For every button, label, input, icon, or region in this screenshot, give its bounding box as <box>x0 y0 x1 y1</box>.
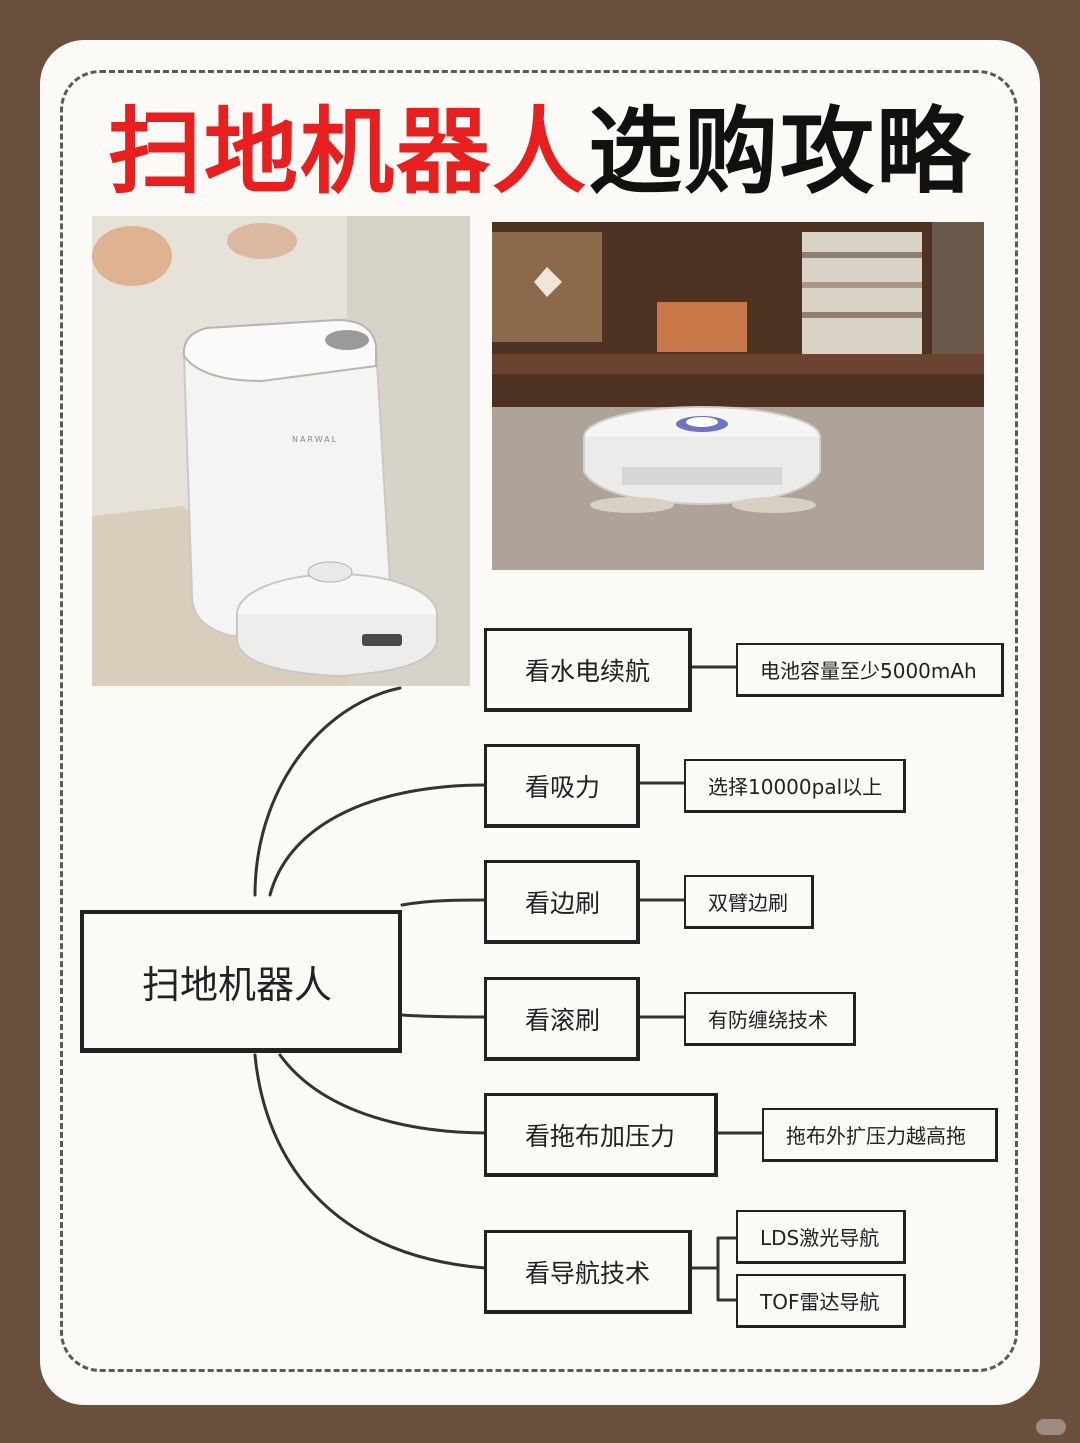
title-red-part: 扫地机器人 <box>107 98 588 207</box>
branch-node-mop-pressure: 看拖布加压力 <box>484 1093 718 1177</box>
branch-node-roller-brush: 看滚刷 <box>484 977 640 1061</box>
detail-node-battery-capacity: 电池容量至少5000mAh <box>736 643 1004 697</box>
detail-node-anti-tangle: 有防缠绕技术 <box>684 992 856 1046</box>
robot-base-station-photo: NARWAL <box>92 216 470 686</box>
page-title: 扫地机器人选购攻略 <box>60 98 1020 208</box>
dashed-frame <box>60 70 1018 1372</box>
detail-node-tof-navigation: TOF雷达导航 <box>736 1274 906 1328</box>
robot-vacuum-on-floor-photo <box>492 222 984 570</box>
detail-node-mop-expand: 拖布外扩压力越高拖 <box>762 1108 998 1162</box>
detail-node-dual-side-brush: 双臂边刷 <box>684 875 814 929</box>
detail-node-lds-navigation: LDS激光导航 <box>736 1210 906 1264</box>
svg-text:NARWAL: NARWAL <box>292 435 338 444</box>
branch-node-navigation: 看导航技术 <box>484 1230 692 1314</box>
watermark-badge <box>1036 1419 1066 1435</box>
title-black-part: 选购攻略 <box>588 98 973 207</box>
detail-node-suction-value: 选择10000pal以上 <box>684 759 906 813</box>
branch-node-battery: 看水电续航 <box>484 628 692 712</box>
mindmap-root-node: 扫地机器人 <box>80 910 402 1053</box>
branch-node-side-brush: 看边刷 <box>484 860 640 944</box>
branch-node-suction: 看吸力 <box>484 744 640 828</box>
